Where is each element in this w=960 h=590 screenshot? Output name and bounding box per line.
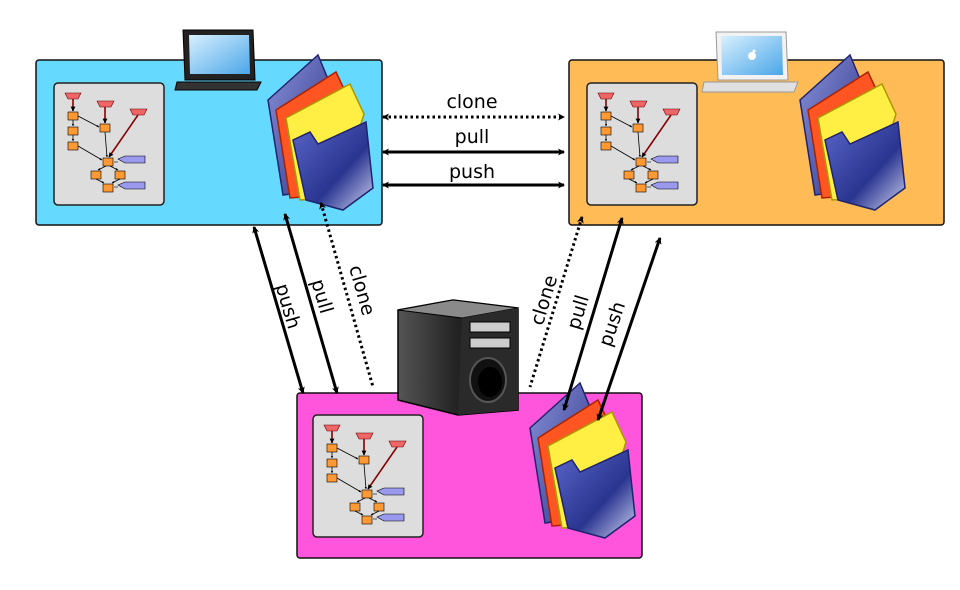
edge-label-left-clone: clone [344,263,379,318]
edge-label-right-clone: clone [526,273,562,328]
edge-right-push [596,237,662,421]
right-commit-graph-panel [587,83,697,205]
edge-label-top-clone: clone [446,91,497,113]
edge-label-top-pull: pull [455,126,490,148]
edge-left-pull [283,212,339,395]
edge-left-clone [319,201,375,388]
apple-laptop-icon [701,31,799,93]
laptop-icon [174,29,262,91]
edge-label-left-pull: pull [306,277,337,316]
edge-label-top-push: push [449,161,495,183]
left-commit-graph-panel [54,83,164,205]
server-tower-icon [397,299,519,416]
edge-label-left-push: push [271,281,305,331]
server-commit-graph-panel [313,415,423,537]
